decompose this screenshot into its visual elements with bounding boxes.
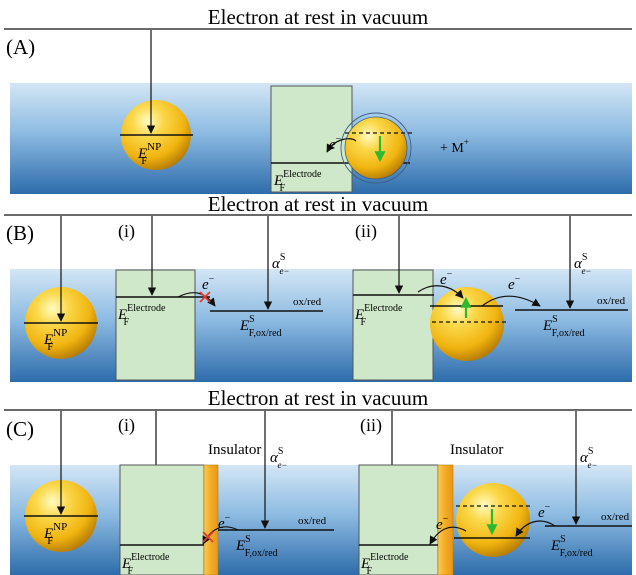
blocked-cross-icon	[199, 291, 211, 303]
redox-label: ox/red	[293, 296, 322, 308]
particle-at-electrode	[430, 287, 504, 361]
panel-b-header: Electron at rest in vacuum	[208, 192, 428, 216]
panel-c-label: (C)	[6, 417, 34, 441]
insulator-label: Insulator	[450, 442, 503, 458]
electron-transfer-arrow	[326, 138, 357, 153]
panel-c-case-ii-label: (ii)	[360, 415, 382, 436]
electrode	[358, 464, 439, 575]
panel-c: Electron at rest in vacuum (C) (i) (ii) …	[4, 386, 632, 575]
cation-label: + M+	[440, 137, 469, 156]
insulator-layer	[203, 464, 219, 575]
panel-a-label: (A)	[6, 35, 35, 59]
insulator-label: Insulator	[208, 442, 261, 458]
electron-transfer-arrow-2	[481, 295, 541, 307]
particle-double-layer-ring	[340, 112, 412, 184]
electrolyte-band	[10, 269, 632, 382]
panel-c-case-i-label: (i)	[118, 415, 135, 436]
electron-label: e−	[202, 274, 215, 293]
panel-b-case-ii-label: (ii)	[355, 221, 377, 242]
electron-label-1: e−	[436, 514, 449, 533]
electron-label: e−	[329, 134, 342, 153]
panel-b-case-i-label: (i)	[118, 221, 135, 242]
redox-label: ox/red	[298, 515, 327, 527]
panel-b: Electron at rest in vacuum (B) (i) (ii) …	[4, 192, 632, 382]
redox-label: ox/red	[597, 295, 626, 307]
panel-a-header: Electron at rest in vacuum	[208, 5, 428, 29]
electron-transfer-arrow-2	[515, 520, 556, 537]
electron-label-1: e−	[440, 269, 453, 288]
electrode	[352, 269, 434, 381]
electron-transfer-arrow-1	[417, 285, 464, 299]
panel-b-label: (B)	[6, 221, 34, 245]
insulator-layer	[437, 464, 454, 575]
particle-at-electrode	[344, 116, 408, 180]
electrode	[119, 464, 205, 575]
redox-label: ox/red	[601, 511, 630, 523]
blocked-cross-icon	[202, 531, 214, 543]
electron-label-2: e−	[538, 502, 551, 521]
electron-label: e−	[218, 513, 231, 532]
electron-transfer-arrow-1	[429, 526, 467, 545]
electron-transfer-arrow	[177, 292, 216, 307]
panel-c-header: Electron at rest in vacuum	[208, 386, 428, 410]
electron-label-2: e−	[508, 274, 521, 293]
